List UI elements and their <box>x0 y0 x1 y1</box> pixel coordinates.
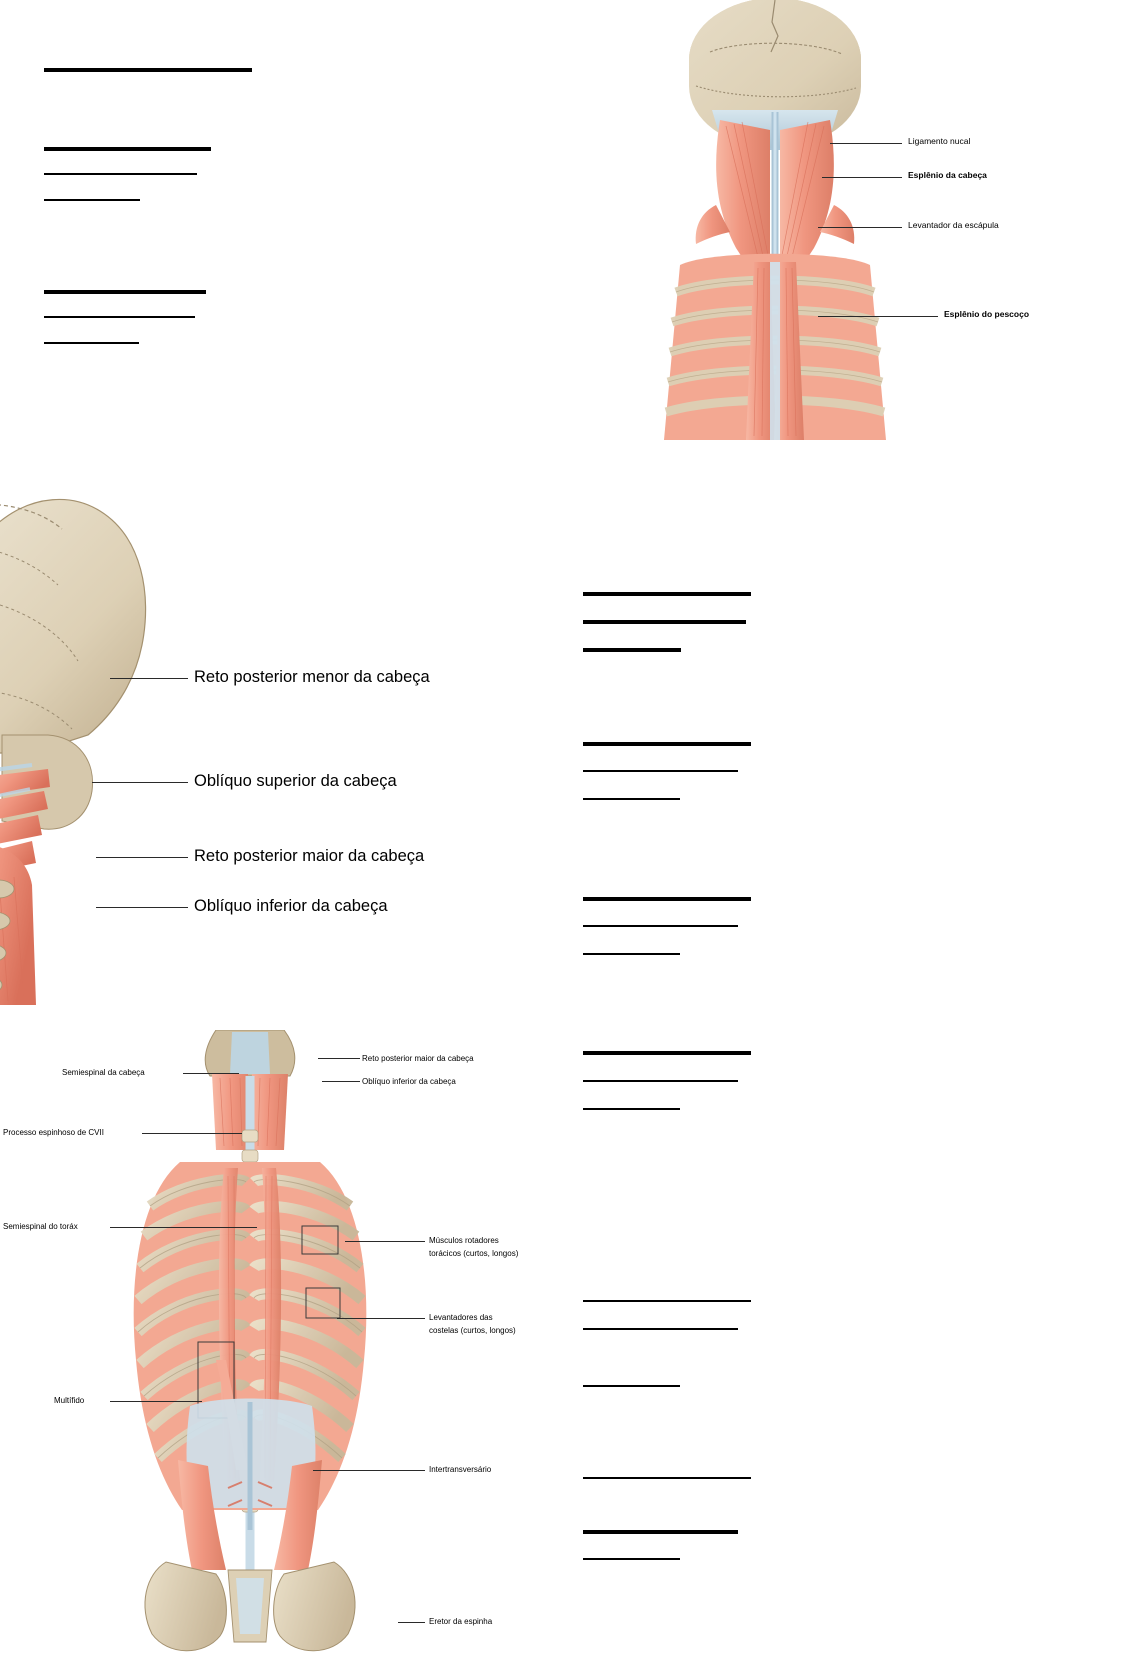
leader-line-processo-espinhoso-de-cvii <box>142 1133 242 1134</box>
label-processo-espinhoso-de-cvii: Processo espinhoso de CVII <box>3 1128 104 1137</box>
answer-line-left-6[interactable] <box>44 316 195 318</box>
label-levantadores-das: Levantadores das <box>429 1313 493 1322</box>
label-musculos-rotadores: Músculos rotadores <box>429 1236 499 1245</box>
leader-line-eretor-da-espinha <box>398 1622 425 1623</box>
answer-line-right-1[interactable] <box>583 592 751 596</box>
answer-line-right-3[interactable] <box>583 648 681 652</box>
leader-line-esplenio-da-cabeca <box>822 177 902 178</box>
label-esplenio-da-cabeca: Esplênio da cabeça <box>908 170 987 180</box>
answer-line-right-12[interactable] <box>583 1108 680 1110</box>
label-reto-posterior-maior-da-cabeca: Reto posterior maior da cabeça <box>362 1054 474 1063</box>
figure-suboccipital <box>0 485 192 1005</box>
answer-line-right-13[interactable] <box>583 1300 751 1302</box>
answer-line-right-16[interactable] <box>583 1477 751 1479</box>
answer-line-left-1[interactable] <box>44 68 252 72</box>
answer-line-right-8[interactable] <box>583 925 738 927</box>
leader-line-obliquo-inferior-da-cabeca <box>322 1081 360 1082</box>
leader-line-semiespinal-do-torax <box>110 1227 257 1228</box>
label-costelas-curtos-longos: costelas (curtos, longos) <box>429 1326 516 1335</box>
answer-line-left-5[interactable] <box>44 290 206 294</box>
leader-line-reto-posterior-maior-da-cabeca <box>96 857 188 858</box>
label-reto-posterior-menor-da-cabeca: Reto posterior menor da cabeça <box>194 668 430 686</box>
leader-line-obliquo-inferior-da-cabeca <box>96 907 188 908</box>
label-eretor-da-espinha: Eretor da espinha <box>429 1617 493 1626</box>
label-obliquo-superior-da-cabeca: Oblíquo superior da cabeça <box>194 772 397 790</box>
leader-line-intertransversario <box>313 1470 425 1471</box>
figure-deep-back <box>120 1030 420 1657</box>
answer-line-right-15[interactable] <box>583 1385 680 1387</box>
label-levantador-da-escapula: Levantador da escápula <box>908 220 999 230</box>
leader-line-reto-posterior-maior-da-cabeca <box>318 1058 360 1059</box>
label-intertransversario: Intertransversário <box>429 1465 492 1474</box>
answer-line-left-3[interactable] <box>44 173 197 175</box>
answer-line-right-2[interactable] <box>583 620 746 624</box>
answer-line-right-5[interactable] <box>583 770 738 772</box>
answer-line-left-4[interactable] <box>44 199 140 201</box>
label-toracicos-curtos-longos: torácicos (curtos, longos) <box>429 1249 519 1258</box>
leader-line-multifido <box>110 1401 202 1402</box>
leader-line-obliquo-superior-da-cabeca <box>92 782 188 783</box>
answer-line-right-11[interactable] <box>583 1080 738 1082</box>
label-semiespinal-da-cabeca: Semiespinal da cabeça <box>62 1068 145 1077</box>
label-reto-posterior-maior-da-cabeca: Reto posterior maior da cabeça <box>194 847 425 865</box>
answer-line-left-2[interactable] <box>44 147 211 151</box>
leader-line-musculos-rotadores <box>345 1241 425 1242</box>
answer-line-right-6[interactable] <box>583 798 680 800</box>
label-esplenio-do-pescoco: Esplênio do pescoço <box>944 309 1030 319</box>
label-obliquo-inferior-da-cabeca: Oblíquo inferior da cabeça <box>194 897 388 915</box>
answer-line-right-17[interactable] <box>583 1530 738 1534</box>
answer-line-right-18[interactable] <box>583 1558 680 1560</box>
label-obliquo-inferior-da-cabeca: Oblíquo inferior da cabeça <box>362 1077 456 1086</box>
answer-line-left-7[interactable] <box>44 342 139 344</box>
answer-line-right-7[interactable] <box>583 897 751 901</box>
leader-line-semiespinal-da-cabeca <box>183 1073 239 1074</box>
answer-line-right-14[interactable] <box>583 1328 738 1330</box>
answer-line-right-9[interactable] <box>583 953 680 955</box>
label-semiespinal-do-torax: Semiespinal do toráx <box>3 1222 78 1231</box>
figure-neck-posterior <box>650 0 900 440</box>
answer-line-right-10[interactable] <box>583 1051 751 1055</box>
label-multifido: Multífido <box>54 1396 85 1405</box>
leader-line-levantador-da-escapula <box>818 227 902 228</box>
label-ligamento-nucal: Ligamento nucal <box>908 136 971 146</box>
leader-line-esplenio-do-pescoco <box>818 316 938 317</box>
leader-line-reto-posterior-menor-da-cabeca <box>110 678 188 679</box>
leader-line-levantadores-das <box>337 1318 425 1319</box>
leader-line-ligamento-nucal <box>830 143 902 144</box>
answer-line-right-4[interactable] <box>583 742 751 746</box>
